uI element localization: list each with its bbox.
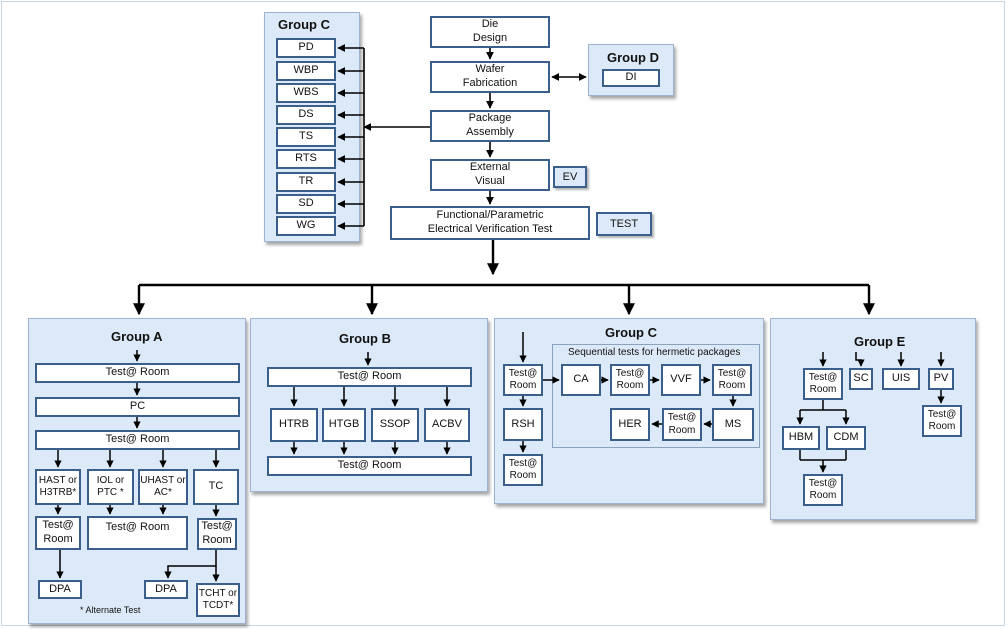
wafer-fabrication-box: Wafer Fabrication: [430, 61, 550, 93]
group-c-ms: MS: [712, 408, 754, 441]
group-b-htgb: HTGB: [322, 408, 366, 442]
die-design-box: Die Design: [430, 16, 550, 48]
group-a-test-room-right: Test@ Room: [197, 518, 237, 550]
group-c-test-room-c: Test@ Room: [662, 408, 702, 441]
group-a-note: * Alternate Test: [80, 605, 141, 615]
group-c-item-pd: PD: [276, 38, 336, 58]
group-e-test-room-2: Test@ Room: [803, 474, 843, 506]
group-c-item-ts: TS: [276, 127, 336, 147]
group-c-item-wbs: WBS: [276, 83, 336, 103]
group-e-cdm: CDM: [826, 426, 866, 450]
group-a-tcht: TCHT or TCDT*: [196, 583, 240, 617]
group-e-test-room-pv: Test@ Room: [922, 405, 962, 437]
external-visual-box: External Visual: [430, 159, 550, 191]
group-c-test-room-b: Test@ Room: [712, 364, 752, 396]
ga-arrow-dpa-right: [164, 550, 217, 579]
group-b-ssop: SSOP: [371, 408, 419, 442]
group-a-dpa-right: DPA: [144, 580, 188, 599]
group-a-tc: TC: [193, 469, 239, 505]
group-c-test-room-start: Test@ Room: [503, 364, 543, 396]
group-c-vvf: VVF: [661, 364, 701, 396]
sequential-tests-label: Sequential tests for hermetic packages: [568, 347, 741, 358]
group-a-test-room-2: Test@ Room: [35, 430, 240, 450]
group-c-item-wbp: WBP: [276, 61, 336, 81]
group-e-title: Group E: [854, 334, 906, 349]
ge-arrow-sc: [855, 352, 865, 367]
group-e-uis: UIS: [882, 368, 920, 390]
group-a-dpa-left: DPA: [38, 580, 82, 599]
group-e-test-room-1: Test@ Room: [803, 368, 843, 400]
group-e-sc: SC: [849, 368, 873, 390]
group-c-item-rts: RTS: [276, 149, 336, 169]
group-a-hast: HAST or H3TRB*: [35, 469, 81, 505]
group-c-her: HER: [610, 408, 650, 441]
group-c-ca: CA: [561, 364, 601, 396]
group-b-acbv: ACBV: [424, 408, 470, 442]
group-c-top-title: Group C: [278, 17, 330, 32]
group-c-item-sd: SD: [276, 194, 336, 214]
group-c-rsh: RSH: [503, 408, 543, 441]
group-a-test-room-left: Test@ Room: [35, 516, 81, 550]
group-c-test-room-a: Test@ Room: [610, 364, 650, 396]
ev-tag: EV: [553, 166, 587, 188]
package-assembly-box: Package Assembly: [430, 110, 550, 142]
group-d-title: Group D: [607, 50, 659, 65]
sequential-tests-frame: [552, 344, 760, 448]
group-a-test-room-mid: Test@ Room: [87, 516, 188, 550]
group-a-uhast: UHAST or AC*: [138, 469, 188, 505]
group-b-test-room-top: Test@ Room: [267, 367, 472, 387]
group-a-iol: IOL or PTC *: [87, 469, 134, 505]
functional-test-box: Functional/Parametric Electrical Verific…: [390, 206, 590, 240]
group-d-item-di: DI: [602, 69, 660, 87]
group-c-bottom-title: Group C: [605, 325, 657, 340]
group-e-pv: PV: [928, 368, 954, 390]
group-c-test-room-rsh: Test@ Room: [503, 454, 543, 486]
group-e-hbm: HBM: [782, 426, 820, 450]
test-tag: TEST: [596, 212, 652, 236]
group-a-test-room-1: Test@ Room: [35, 363, 240, 383]
group-b-htrb: HTRB: [270, 408, 318, 442]
group-c-item-wg: WG: [276, 216, 336, 236]
group-c-item-ds: DS: [276, 105, 336, 125]
group-c-item-tr: TR: [276, 172, 336, 192]
group-a-pc: PC: [35, 397, 240, 417]
group-b-title: Group B: [339, 331, 391, 346]
group-b-test-room-bottom: Test@ Room: [267, 456, 472, 476]
group-a-title: Group A: [111, 329, 163, 344]
